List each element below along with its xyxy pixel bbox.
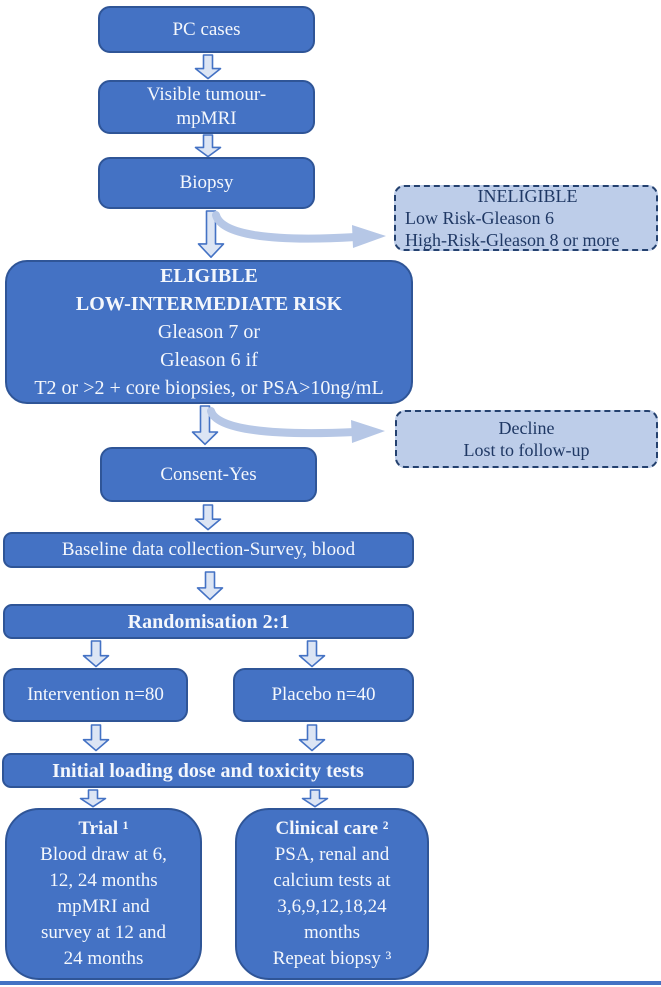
down-arrow-icon (300, 790, 330, 807)
node-clinical-care: Clinical care ² PSA, renal and calcium t… (235, 808, 429, 980)
node-ineligible: INELIGIBLE Low Risk-Gleason 6 High-Risk-… (394, 185, 658, 251)
node-randomisation: Randomisation 2:1 (3, 604, 414, 639)
node-biopsy: Biopsy (98, 157, 315, 209)
down-arrow-icon (193, 55, 223, 79)
down-arrow-icon (78, 790, 108, 807)
node-clinical-care-title: Clinical care ² (275, 818, 389, 839)
node-ineligible-content: INELIGIBLE Low Risk-Gleason 6 High-Risk-… (396, 185, 656, 251)
node-ineligible-title: INELIGIBLE (477, 186, 578, 206)
node-placebo: Placebo n=40 (233, 668, 414, 722)
node-intervention-label: Intervention n=80 (27, 684, 164, 705)
node-eligible-title: ELIGIBLE LOW-INTERMEDIATE RISK (75, 265, 343, 315)
down-arrow-icon (297, 725, 327, 751)
node-trial-title: Trial ¹ (78, 818, 129, 839)
node-pc-cases-label: PC cases (172, 18, 241, 40)
node-consent-yes-label: Consent-Yes (160, 463, 257, 485)
down-arrow-icon (297, 641, 327, 667)
curved-right-arrow-icon (207, 407, 385, 443)
node-intervention: Intervention n=80 (3, 668, 188, 722)
node-trial: Trial ¹ Blood draw at 6, 12, 24 months m… (5, 808, 202, 980)
down-arrow-icon (193, 135, 223, 157)
down-arrow-icon (195, 572, 225, 600)
node-baseline-data: Baseline data collection-Survey, blood (3, 532, 414, 568)
node-trial-body: Blood draw at 6, 12, 24 months mpMRI and… (40, 844, 167, 969)
node-visible-tumour-mpmri: Visible tumour- mpMRI (98, 80, 315, 134)
node-initial-loading-label: Initial loading dose and toxicity tests (52, 759, 364, 782)
node-baseline-label: Baseline data collection-Survey, blood (61, 539, 356, 560)
curved-right-arrow-icon (212, 211, 386, 248)
down-arrow-icon (81, 641, 111, 667)
node-pc-cases: PC cases (98, 6, 315, 53)
node-visible-tumour-label: Visible tumour- mpMRI (146, 84, 267, 129)
node-eligible: ELIGIBLE LOW-INTERMEDIATE RISK Gleason 7… (5, 260, 413, 404)
node-decline-label: Decline Lost to follow-up (463, 418, 590, 460)
node-biopsy-label: Biopsy (179, 172, 234, 193)
down-arrow-icon (81, 725, 111, 751)
node-initial-loading: Initial loading dose and toxicity tests (2, 753, 414, 788)
node-randomisation-label: Randomisation 2:1 (127, 610, 290, 633)
node-ineligible-lines: Low Risk-Gleason 6 High-Risk-Gleason 8 o… (405, 208, 620, 250)
node-consent-yes: Consent-Yes (100, 447, 317, 502)
figure-bottom-rule (0, 981, 661, 985)
node-placebo-label: Placebo n=40 (271, 684, 376, 705)
node-decline: Decline Lost to follow-up (395, 410, 658, 468)
node-clinical-care-body: PSA, renal and calcium tests at 3,6,9,12… (272, 844, 392, 969)
node-eligible-body: Gleason 7 or Gleason 6 if T2 or >2 + cor… (34, 321, 384, 399)
down-arrow-icon (193, 505, 223, 530)
